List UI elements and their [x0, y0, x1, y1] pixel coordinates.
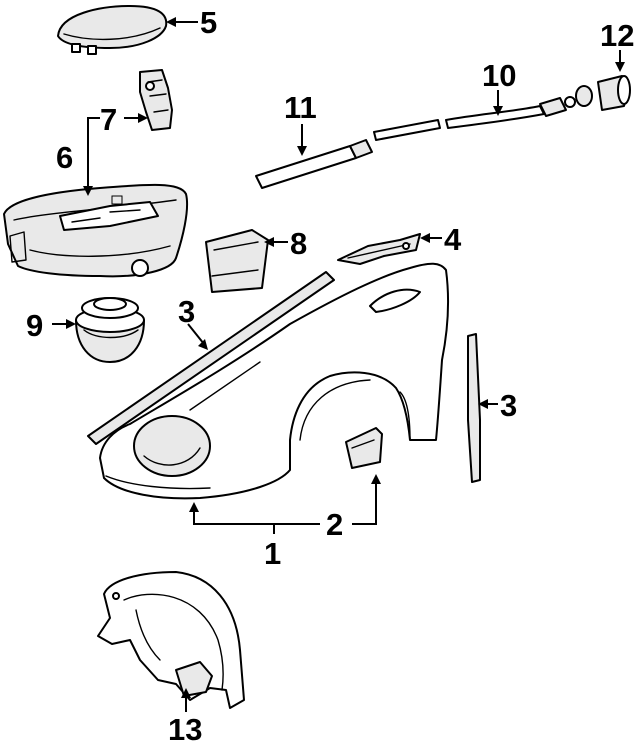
callout-3-right: 3 — [500, 388, 517, 423]
part-10-cable — [373, 96, 576, 141]
callout-13: 13 — [168, 712, 202, 747]
callout-labels: 5 7 6 9 8 11 10 12 4 3 3 2 1 13 — [26, 5, 634, 747]
part-6-storage-tray — [3, 183, 189, 278]
callout-6: 6 — [56, 140, 73, 175]
callout-10: 10 — [482, 58, 516, 93]
callout-8: 8 — [290, 226, 307, 261]
callout-7: 7 — [100, 102, 117, 137]
part-9-grommet — [75, 297, 145, 363]
callout-3-upper: 3 — [178, 294, 195, 329]
leader-lines — [52, 17, 625, 712]
part-13-wheel-liner — [97, 571, 245, 709]
callout-2: 2 — [326, 507, 343, 542]
part-5-housing-cover — [57, 5, 168, 55]
callout-11: 11 — [284, 90, 317, 125]
callout-9: 9 — [26, 308, 43, 343]
part-4-upper-bracket — [337, 233, 421, 265]
part-11-rod — [255, 139, 373, 189]
callout-4: 4 — [444, 222, 462, 257]
part-2-insert — [345, 427, 383, 469]
callout-5: 5 — [200, 5, 217, 40]
part-8-panel — [205, 229, 269, 293]
part-7-bracket — [139, 69, 173, 131]
part-3-trim-strip — [87, 271, 335, 445]
part-1-fender — [99, 262, 450, 500]
callout-12: 12 — [600, 18, 634, 53]
part-12-cap — [575, 75, 631, 111]
part-3-vertical-strip — [467, 333, 481, 483]
callout-1: 1 — [264, 536, 281, 571]
